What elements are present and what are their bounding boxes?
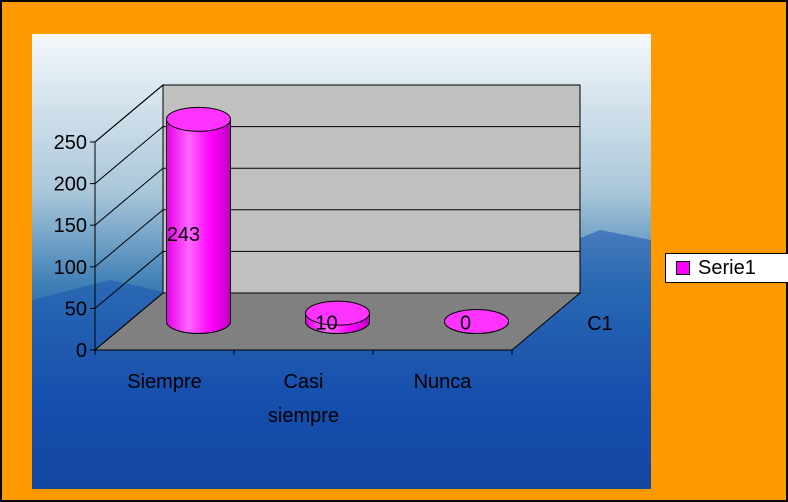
data-label: 243 xyxy=(167,224,200,246)
gridline-side xyxy=(94,126,164,184)
bar-body xyxy=(166,118,231,334)
gridline-side xyxy=(94,209,164,268)
legend-label-serie1: Serie1 xyxy=(698,256,756,279)
data-label: 10 xyxy=(315,313,337,335)
x-tick-label: siempre xyxy=(268,405,339,427)
legend: Serie1 xyxy=(665,253,788,283)
x-tick-label: Siempre xyxy=(127,371,201,393)
x-tick-label: Nunca xyxy=(414,371,473,393)
bar-top xyxy=(444,309,509,334)
depth-axis-label: C1 xyxy=(587,313,613,335)
gridline-side xyxy=(94,84,164,143)
bars xyxy=(166,106,510,334)
y-tick-label: 150 xyxy=(54,215,87,237)
data-label: 0 xyxy=(460,313,471,335)
bar-1 xyxy=(166,106,231,334)
bar-top xyxy=(166,106,231,132)
x-tick-label: Casi xyxy=(283,371,323,393)
gridline-side xyxy=(94,251,164,309)
bar-2 xyxy=(305,300,370,334)
y-tick-label: 50 xyxy=(65,298,87,320)
y-tick-label: 250 xyxy=(54,132,87,154)
y-tick-label: 0 xyxy=(76,340,87,362)
bar-3 xyxy=(443,309,510,334)
y-tick-label: 100 xyxy=(54,257,87,279)
legend-swatch-serie1 xyxy=(676,261,690,275)
gridline-side xyxy=(94,167,164,226)
y-tick-label: 200 xyxy=(54,174,87,196)
bar-top xyxy=(305,300,370,326)
